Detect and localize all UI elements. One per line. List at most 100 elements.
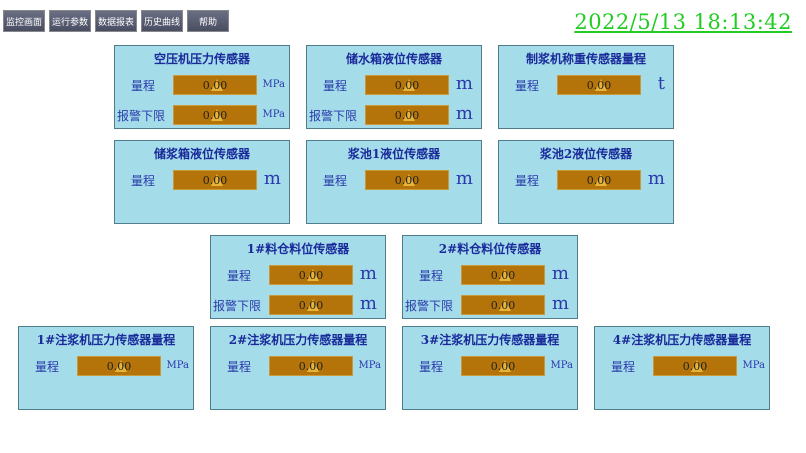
warning-icon xyxy=(403,79,415,91)
param-row: 量程 0.00 m xyxy=(211,263,385,285)
panel-title: 3#注浆机压力传感器量程 xyxy=(420,333,560,347)
sensor-panel: 1#注浆机压力传感器量程 量程 0.00 MPa xyxy=(18,326,194,410)
warning-icon xyxy=(403,174,415,186)
sensor-panel: 浆池1液位传感器 量程 0.00 m xyxy=(306,140,482,224)
unit-label: m xyxy=(263,168,281,189)
param-row: 量程 0.00 m xyxy=(115,168,289,190)
nav-monitor-button[interactable]: 监控画面 xyxy=(3,10,45,32)
param-row: 量程 0.00 m xyxy=(499,168,673,190)
param-row: 量程 0.00 MPa xyxy=(211,356,385,376)
sensor-panel: 浆池2液位传感器 量程 0.00 m xyxy=(498,140,674,224)
param-row: 量程 0.00 m xyxy=(403,263,577,285)
panel-title: 浆池2液位传感器 xyxy=(539,147,633,161)
param-label: 报警下限 xyxy=(405,299,454,313)
unit-label: MPa xyxy=(262,79,285,90)
value-input[interactable]: 0.00 xyxy=(461,265,545,285)
value-input[interactable]: 0.00 xyxy=(365,105,449,125)
warning-icon xyxy=(211,79,223,91)
warning-icon xyxy=(499,269,511,281)
value-input[interactable]: 0.00 xyxy=(461,295,545,315)
param-label: 报警下限 xyxy=(213,299,262,313)
unit-label: MPa xyxy=(550,360,573,371)
value-input[interactable]: 0.00 xyxy=(269,295,353,315)
panel-title: 2#注浆机压力传感器量程 xyxy=(228,333,368,347)
param-row: 量程 0.00 MPa xyxy=(403,356,577,376)
param-row: 报警下限 0.00 m xyxy=(403,293,577,315)
warning-icon xyxy=(499,360,511,372)
unit-label: m xyxy=(455,103,473,124)
warning-icon xyxy=(691,360,703,372)
nav-run-params-button[interactable]: 运行参数 xyxy=(49,10,91,32)
param-row: 量程 0.00 MPa xyxy=(595,356,769,376)
param-label: 量程 xyxy=(323,174,348,188)
unit-label: MPa xyxy=(742,360,765,371)
warning-icon xyxy=(115,360,127,372)
warning-icon xyxy=(403,109,415,121)
panel-title: 浆池1液位传感器 xyxy=(347,147,441,161)
unit-label: m xyxy=(455,73,473,94)
value-input[interactable]: 0.00 xyxy=(173,105,257,125)
sensor-panel: 2#料仓料位传感器 量程 0.00 m 报警下限 0.00 m xyxy=(402,235,578,319)
panel-title: 2#料仓料位传感器 xyxy=(438,242,542,256)
warning-icon xyxy=(307,360,319,372)
param-label: 量程 xyxy=(227,269,252,283)
param-label: 量程 xyxy=(419,269,444,283)
unit-label: t xyxy=(657,73,665,94)
sensor-panel: 储水箱液位传感器 量程 0.00 m 报警下限 0.00 m xyxy=(306,45,482,129)
sensor-panel: 3#注浆机压力传感器量程 量程 0.00 MPa xyxy=(402,326,578,410)
unit-label: m xyxy=(455,168,473,189)
param-row: 报警下限 0.00 m xyxy=(307,103,481,125)
param-row: 量程 0.00 t xyxy=(499,73,673,95)
unit-label: m xyxy=(359,263,377,284)
unit-label: MPa xyxy=(358,360,381,371)
panel-title: 1#注浆机压力传感器量程 xyxy=(36,333,176,347)
value-input[interactable]: 0.00 xyxy=(269,356,353,376)
warning-icon xyxy=(211,174,223,186)
sensor-panel: 空压机压力传感器 量程 0.00 MPa 报警下限 0.00 MPa xyxy=(114,45,290,129)
value-input[interactable]: 0.00 xyxy=(557,75,641,95)
value-input[interactable]: 0.00 xyxy=(77,356,161,376)
unit-label: m xyxy=(551,263,569,284)
param-row: 量程 0.00 m xyxy=(307,73,481,95)
param-row: 量程 0.00 MPa xyxy=(19,356,193,376)
value-input[interactable]: 0.00 xyxy=(557,170,641,190)
value-input[interactable]: 0.00 xyxy=(173,75,257,95)
nav-history-curve-button[interactable]: 历史曲线 xyxy=(141,10,183,32)
value-input[interactable]: 0.00 xyxy=(365,170,449,190)
sensor-panel: 储浆箱液位传感器 量程 0.00 m xyxy=(114,140,290,224)
value-input[interactable]: 0.00 xyxy=(461,356,545,376)
nav-data-report-button[interactable]: 数据报表 xyxy=(95,10,137,32)
unit-label: MPa xyxy=(166,360,189,371)
nav-help-button[interactable]: 帮助 xyxy=(187,10,229,32)
param-label: 量程 xyxy=(611,360,636,374)
panel-title: 储浆箱液位传感器 xyxy=(153,147,250,161)
unit-label: m xyxy=(359,293,377,314)
param-label: 量程 xyxy=(419,360,444,374)
param-row: 量程 0.00 MPa xyxy=(115,75,289,95)
param-row: 量程 0.00 m xyxy=(307,168,481,190)
param-label: 量程 xyxy=(515,174,540,188)
unit-label: MPa xyxy=(262,109,285,120)
param-label: 量程 xyxy=(131,79,156,93)
warning-icon xyxy=(211,109,223,121)
warning-icon xyxy=(595,174,607,186)
value-input[interactable]: 0.00 xyxy=(173,170,257,190)
panel-title: 储水箱液位传感器 xyxy=(345,52,442,66)
warning-icon xyxy=(595,79,607,91)
param-label: 量程 xyxy=(515,79,540,93)
unit-label: m xyxy=(551,293,569,314)
panel-title: 4#注浆机压力传感器量程 xyxy=(612,333,752,347)
value-input[interactable]: 0.00 xyxy=(365,75,449,95)
param-label: 量程 xyxy=(227,360,252,374)
param-label: 量程 xyxy=(131,174,156,188)
param-label: 报警下限 xyxy=(309,109,358,123)
panel-title: 空压机压力传感器 xyxy=(153,52,250,66)
param-row: 报警下限 0.00 MPa xyxy=(115,105,289,125)
warning-icon xyxy=(499,299,511,311)
sensor-panel: 2#注浆机压力传感器量程 量程 0.00 MPa xyxy=(210,326,386,410)
panel-title: 制浆机称重传感器量程 xyxy=(525,52,646,66)
panel-title: 1#料仓料位传感器 xyxy=(246,242,350,256)
value-input[interactable]: 0.00 xyxy=(653,356,737,376)
value-input[interactable]: 0.00 xyxy=(269,265,353,285)
param-label: 量程 xyxy=(323,79,348,93)
